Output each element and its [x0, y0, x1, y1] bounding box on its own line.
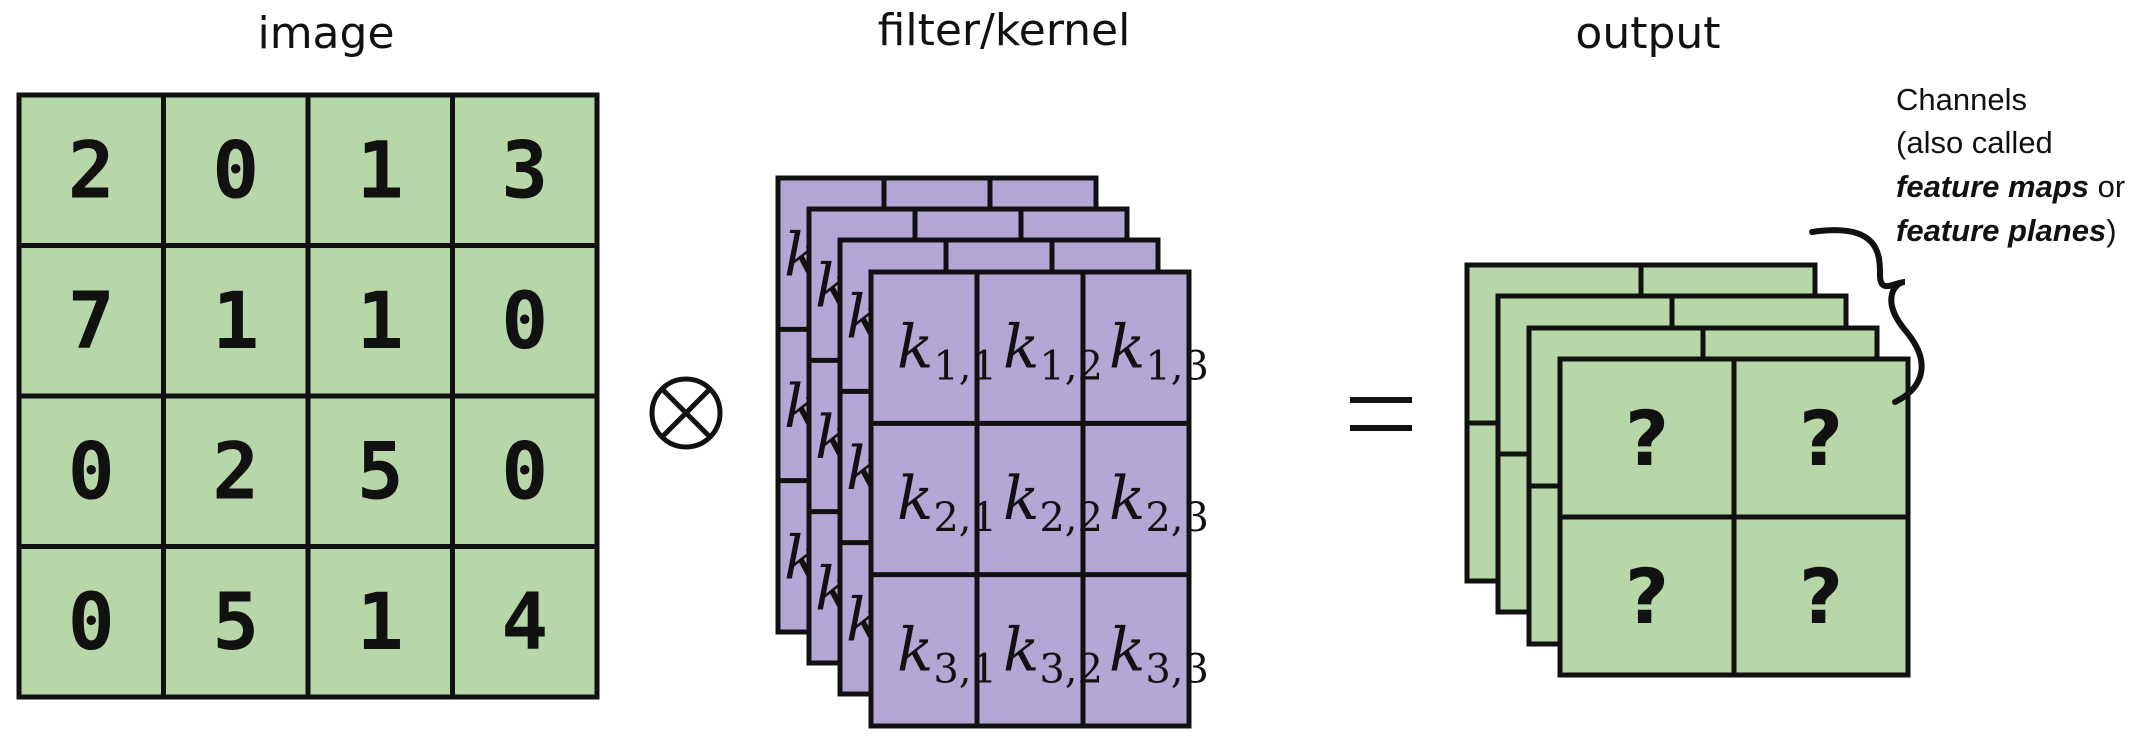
image-cell: 1 — [357, 126, 404, 216]
kernel-subscript: 1,3 — [1145, 344, 1209, 390]
image-cell: 0 — [212, 126, 259, 216]
image-cell: 1 — [212, 277, 259, 367]
kernel-subscript: 2,1 — [933, 495, 997, 541]
kernel-subscript: 3,2 — [1039, 646, 1103, 692]
kernel-cell: k1,2 — [1003, 313, 1103, 390]
image-cell: 4 — [501, 578, 548, 668]
image-cell: 2 — [68, 126, 115, 216]
kernel-symbol: k — [897, 313, 933, 383]
kernel-cell: k2,2 — [1003, 464, 1103, 541]
image-cell: 0 — [501, 427, 548, 517]
image-cell: 7 — [68, 277, 115, 367]
output-title: output — [1575, 8, 1720, 59]
kernel-subscript: 1,1 — [933, 344, 997, 390]
kernel-cell: k3,1 — [897, 615, 997, 692]
output-cell: ? — [1625, 552, 1669, 641]
image-cell: 3 — [501, 126, 548, 216]
image-cell: 2 — [212, 427, 259, 517]
kernel-symbol: k — [1003, 313, 1039, 383]
kernel-subscript: 3,1 — [933, 646, 997, 692]
kernel-symbol: k — [1003, 464, 1039, 534]
image-cell: 5 — [357, 427, 404, 517]
image-cell: 0 — [68, 427, 115, 517]
kernel-cell: k1,1 — [897, 313, 997, 390]
equals-operator — [1350, 397, 1412, 431]
kernel-subscript: 3,3 — [1145, 646, 1209, 692]
image-title: image — [257, 8, 394, 59]
kernel-cell: k3,2 — [1003, 615, 1103, 692]
image-cell: 1 — [357, 578, 404, 668]
kernel-symbol: k — [1109, 464, 1145, 534]
output-front-layer — [1557, 356, 1911, 678]
kernel-subscript: 2,2 — [1039, 495, 1103, 541]
annotation-line-3: feature maps or — [1896, 169, 2125, 204]
kernel-symbol: k — [897, 615, 933, 685]
image-cell: 1 — [357, 277, 404, 367]
kernel-symbol: k — [1109, 615, 1145, 685]
annotation-line-3-rest: or — [2089, 169, 2125, 204]
kernel-cell: k2,1 — [897, 464, 997, 541]
output-cell: ? — [1625, 394, 1669, 483]
kernel-symbol: k — [1109, 313, 1145, 383]
convolve-operator — [649, 376, 723, 450]
annotation-line-4-rest: ) — [2106, 213, 2116, 248]
annotation-line-4: feature planes) — [1896, 213, 2117, 248]
annotation-line-1: Channels — [1896, 82, 2027, 117]
output-cell: ? — [1799, 394, 1843, 483]
image-cell: 0 — [501, 277, 548, 367]
kernel-cell: k2,3 — [1109, 464, 1209, 541]
kernel-subscript: 2,3 — [1145, 495, 1209, 541]
kernel-subscript: 1,2 — [1039, 344, 1103, 390]
output-cell: ? — [1799, 552, 1843, 641]
kernel-symbol: k — [897, 464, 933, 534]
kernel-cell: k1,3 — [1109, 313, 1209, 390]
channels-brace — [1809, 227, 1925, 405]
grid-background — [868, 269, 1192, 729]
annotation-line-2: (also called — [1896, 125, 2053, 160]
kernel-cell: k3,3 — [1109, 615, 1209, 692]
channels-annotation: Channels (also called feature maps or fe… — [1896, 82, 2125, 248]
kernel-front-layer — [868, 269, 1192, 729]
feature-maps-term: feature maps — [1896, 169, 2089, 204]
kernel-symbol: k — [1003, 615, 1039, 685]
filter-title: filter/kernel — [878, 5, 1131, 56]
feature-planes-term: feature planes — [1896, 213, 2106, 248]
image-cell: 0 — [68, 578, 115, 668]
output-stack: ???? — [1464, 262, 1911, 678]
image-cell: 5 — [212, 578, 259, 668]
